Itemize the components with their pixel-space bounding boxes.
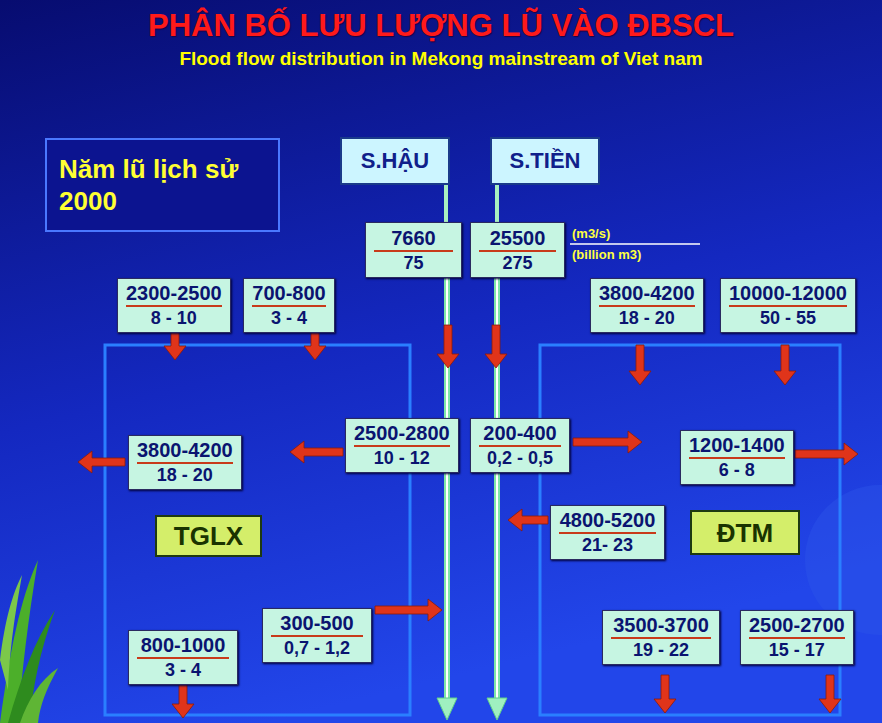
box-subtext: 19 - 22 — [609, 639, 713, 661]
box-subtext: 275 — [477, 252, 558, 274]
leaf — [20, 668, 58, 723]
box-text: 3800-4200 — [137, 439, 233, 464]
flow-arrow — [375, 599, 442, 621]
box-text: 10000-12000 — [729, 282, 847, 307]
zone-box: ĐTM — [690, 510, 800, 555]
flow-arrow — [795, 443, 858, 465]
flow-box: 2500-280010 - 12 — [345, 418, 459, 473]
box-text: TGLX — [167, 521, 250, 551]
flow-box: 25500275 — [470, 222, 565, 278]
box-text: S.TIỀN — [502, 148, 588, 174]
box-text: 25500 — [479, 227, 556, 252]
box-subtext: 0,7 - 1,2 — [269, 637, 365, 659]
box-text: 7660 — [374, 227, 453, 252]
note-box: Năm lũ lịch sử 2000 — [45, 138, 280, 232]
leaf — [0, 575, 22, 690]
box-subtext: 3 - 4 — [250, 307, 328, 329]
box-text: ĐTM — [702, 518, 788, 548]
flow-box: 700-8003 - 4 — [243, 278, 335, 333]
box-subtext: 75 — [372, 252, 455, 274]
box-subtext: 8 - 10 — [124, 307, 224, 329]
box-text: 700-800 — [252, 282, 326, 307]
box-subtext: 18 - 20 — [135, 464, 235, 486]
box-text: 4800-5200 — [559, 509, 656, 534]
flow-arrow — [654, 675, 676, 713]
river-box: S.TIỀN — [490, 137, 600, 185]
title: PHÂN BỐ LƯU LƯỢNG LŨ VÀO ĐBSCL — [0, 8, 882, 44]
region-outline — [105, 345, 410, 715]
flow-arrow — [573, 431, 642, 453]
river-connector — [444, 185, 448, 222]
flow-arrow — [774, 345, 796, 385]
flow-arrow — [819, 675, 841, 713]
box-text: 1200-1400 — [689, 434, 785, 459]
box-text: 2300-2500 — [126, 282, 222, 307]
unit-label: (billion m3) — [572, 247, 641, 262]
unit-divider — [570, 243, 700, 245]
flow-box: 3500-370019 - 22 — [602, 610, 720, 665]
flow-box: 10000-1200050 - 55 — [720, 278, 856, 333]
flow-arrow — [290, 441, 343, 463]
box-subtext: 50 - 55 — [727, 307, 849, 329]
flow-arrow — [629, 345, 651, 385]
flow-box: 800-10003 - 4 — [128, 630, 238, 685]
flow-arrow — [508, 509, 548, 531]
box-text: 300-500 — [271, 612, 363, 637]
box-subtext: 10 - 12 — [352, 447, 452, 469]
zone-box: TGLX — [155, 515, 262, 557]
box-subtext: 15 - 17 — [747, 639, 847, 661]
flow-box: 3800-420018 - 20 — [590, 278, 704, 333]
flow-box: 766075 — [365, 222, 462, 278]
flow-box: 2500-270015 - 17 — [740, 610, 854, 665]
box-text: Năm lũ lịch sử 2000 — [59, 153, 266, 217]
box-text: 2500-2800 — [354, 422, 450, 447]
subtitle: Flood flow distribution in Mekong mainst… — [0, 48, 882, 70]
flow-arrow — [78, 451, 125, 473]
flow-arrow — [485, 325, 507, 368]
river-arrowhead — [487, 698, 507, 720]
flow-box: 300-5000,7 - 1,2 — [262, 608, 372, 663]
unit-label: (m3/s) — [572, 226, 610, 241]
box-text: S.HẬU — [352, 148, 438, 174]
flow-arrow — [437, 325, 459, 368]
box-subtext: 21- 23 — [557, 534, 658, 556]
box-subtext: 3 - 4 — [135, 659, 231, 681]
flow-box: 1200-14006 - 8 — [680, 430, 794, 485]
box-subtext: 18 - 20 — [597, 307, 697, 329]
flow-box: 2300-25008 - 10 — [117, 278, 231, 333]
river-box: S.HẬU — [340, 137, 450, 185]
flow-arrow — [172, 680, 194, 718]
box-text: 800-1000 — [137, 634, 229, 659]
river-arrowhead — [437, 698, 457, 720]
flow-box: 200-4000,2 - 0,5 — [470, 418, 570, 473]
box-subtext: 0,2 - 0,5 — [477, 447, 563, 469]
box-text: 200-400 — [479, 422, 561, 447]
flow-box: 3800-420018 - 20 — [128, 435, 242, 490]
flow-box: 4800-520021- 23 — [550, 505, 665, 560]
box-text: 3800-4200 — [599, 282, 695, 307]
river-connector — [495, 185, 499, 222]
box-subtext: 6 - 8 — [687, 459, 787, 481]
box-text: 3500-3700 — [611, 614, 711, 639]
box-text: 2500-2700 — [749, 614, 845, 639]
